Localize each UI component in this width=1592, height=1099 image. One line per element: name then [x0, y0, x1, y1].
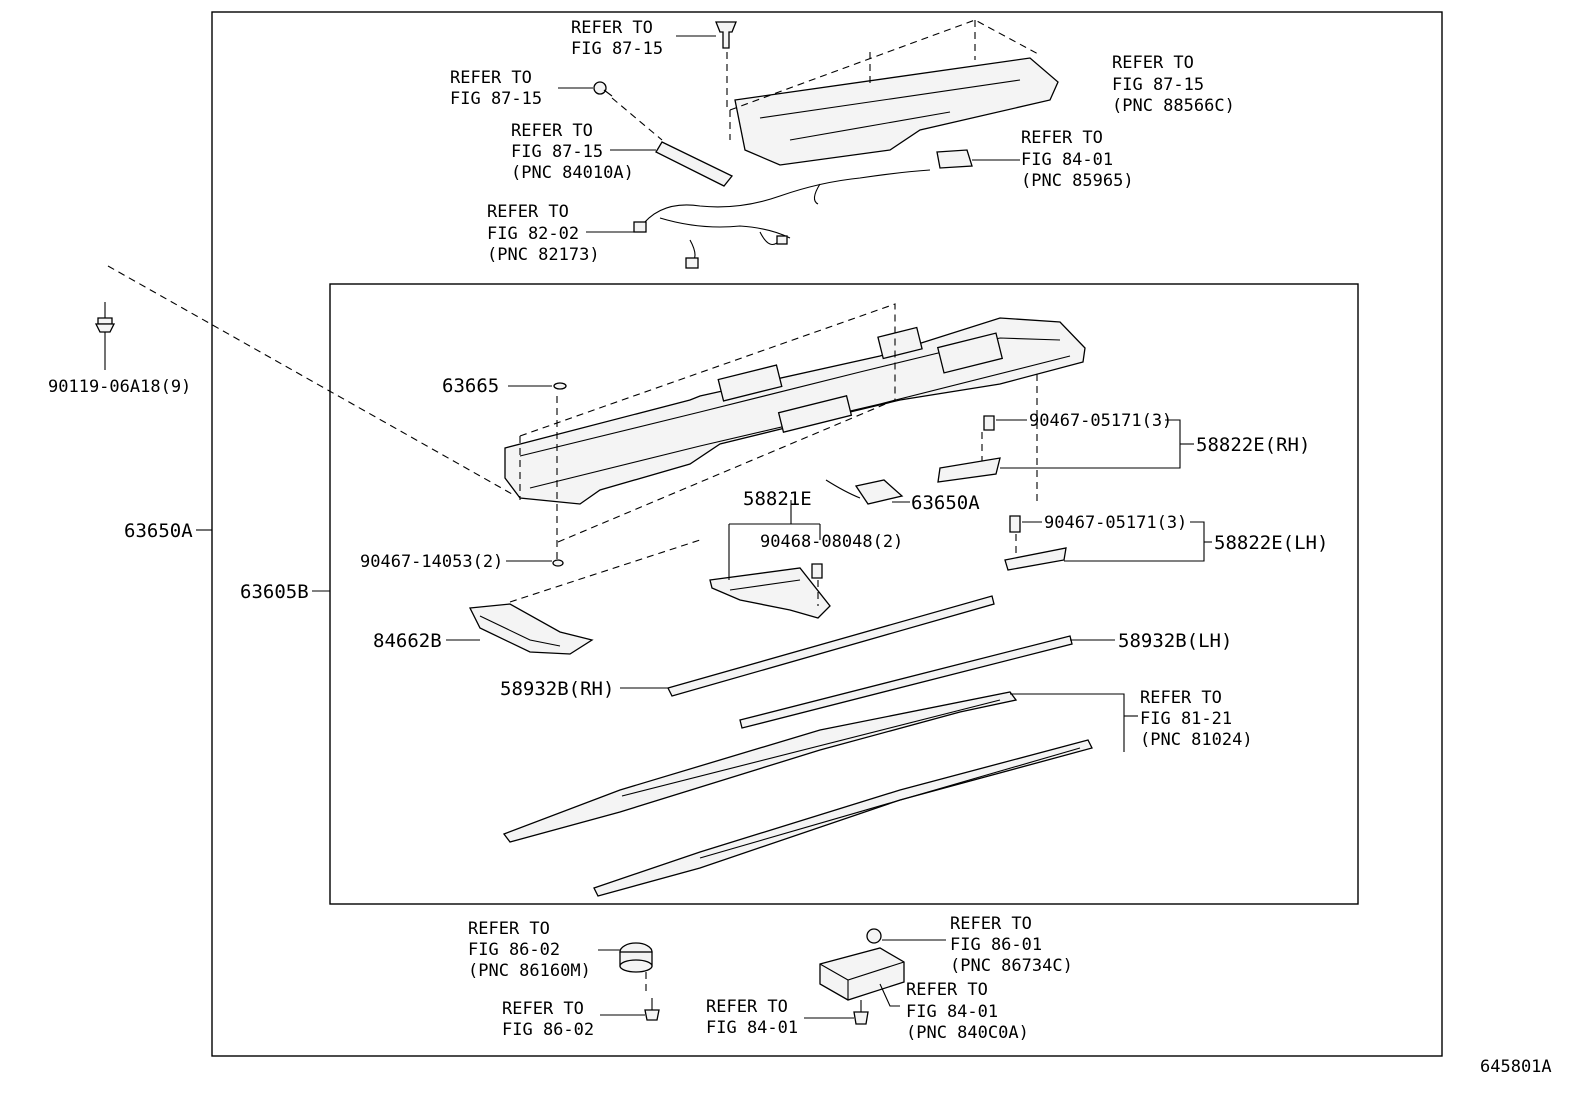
ref-86734c-l2: FIG 86-01	[950, 935, 1042, 955]
ref-86160m-l2: FIG 86-02	[468, 940, 560, 960]
ref-bolt-8401-l2: FIG 84-01	[706, 1018, 798, 1038]
bolt-90119	[94, 265, 513, 495]
clip-90467-14053	[506, 559, 564, 567]
part-90468-08048: 90468-08048(2)	[760, 532, 903, 552]
ref-81024-l1: REFER TO	[1140, 688, 1222, 708]
bracket-58822E-lh	[1004, 515, 1212, 571]
trim-58932B-lh	[667, 595, 1115, 729]
part-63605B: 63605B	[240, 581, 309, 603]
ref-82173-l2: FIG 82-02	[487, 224, 579, 244]
ecu-840C0A	[819, 947, 905, 1007]
ref-86160m-l3: (PNC 86160M)	[468, 961, 591, 981]
wire-harness	[586, 169, 931, 269]
ref-bolt-8602-l1: REFER TO	[502, 999, 584, 1019]
ref-84010a-l2: FIG 87-15	[511, 142, 603, 162]
lamp-pad-63650A	[825, 479, 910, 505]
ref-840c0a-l1: REFER TO	[906, 980, 988, 1000]
ref-screw-top-l1: REFER TO	[450, 68, 532, 88]
ref-bolt-8602-l2: FIG 86-02	[502, 1020, 594, 1040]
ref-86160m-l1: REFER TO	[468, 919, 550, 939]
washer-63665	[508, 382, 567, 560]
bolt-86-02	[600, 998, 660, 1021]
part-58822E-lh: 58822E(LH)	[1214, 532, 1328, 554]
ref-88566c-l1: REFER TO	[1112, 53, 1194, 73]
part-58822E-rh: 58822E(RH)	[1196, 434, 1310, 456]
part-58932B-rh: 58932B(RH)	[500, 678, 614, 700]
roof-rail-assembly	[502, 691, 1138, 897]
diagram-id: 645801A	[1480, 1057, 1552, 1077]
ref-82173-l1: REFER TO	[487, 202, 569, 222]
ref-88566c-l2: FIG 87-15	[1112, 75, 1204, 95]
part-90467-05171-lh: 90467-05171(3)	[1044, 513, 1187, 533]
ref-85965-l3: (PNC 85965)	[1021, 171, 1134, 191]
ref-840c0a-l3: (PNC 840C0A)	[906, 1023, 1029, 1043]
bracket-58821E	[709, 500, 831, 619]
ref-bolt-8401-l1: REFER TO	[706, 997, 788, 1017]
lamp-housing-84662B	[446, 539, 701, 655]
ref-840c0a-l2: FIG 84-01	[906, 1002, 998, 1022]
ref-84010a-l3: (PNC 84010A)	[511, 163, 634, 183]
ref-clip-top-l1: REFER TO	[571, 18, 653, 38]
part-63650A-sub: 63650A	[911, 492, 980, 514]
ref-85965-l1: REFER TO	[1021, 128, 1103, 148]
ref-81024-l2: FIG 81-21	[1140, 709, 1232, 729]
part-58821E: 58821E	[743, 488, 812, 510]
ref-clip-top-l2: FIG 87-15	[571, 39, 663, 59]
part-90467-14053: 90467-14053(2)	[360, 552, 503, 572]
outer-frame	[211, 11, 1443, 1057]
bracket-58822E-rh	[937, 374, 1194, 504]
headliner-pad	[729, 19, 1059, 166]
part-58932B-lh: 58932B(LH)	[1118, 630, 1232, 652]
clip-top	[676, 21, 737, 108]
ref-88566c-l3: (PNC 88566C)	[1112, 96, 1235, 116]
ref-81024-l3: (PNC 81024)	[1140, 730, 1253, 750]
module-85965	[936, 149, 1020, 169]
part-63665: 63665	[442, 375, 499, 397]
screw-top	[558, 81, 663, 141]
nut-86734C	[866, 928, 946, 944]
ref-86734c-l1: REFER TO	[950, 914, 1032, 934]
ref-82173-l3: (PNC 82173)	[487, 245, 600, 265]
part-84662B: 84662B	[373, 630, 442, 652]
inner-frame	[329, 283, 1359, 905]
roof-console-frame	[504, 303, 1086, 543]
switch-bracket	[610, 141, 734, 187]
ref-84010a-l1: REFER TO	[511, 121, 593, 141]
ref-85965-l2: FIG 84-01	[1021, 150, 1113, 170]
part-63650A-main: 63650A	[124, 520, 193, 542]
ref-screw-top-l2: FIG 87-15	[450, 89, 542, 109]
part-90467-05171-rh: 90467-05171(3)	[1029, 411, 1172, 431]
bolt-84-01	[804, 1000, 869, 1025]
part-90119: 90119-06A18(9)	[48, 377, 191, 397]
buzzer-86160M	[598, 942, 653, 996]
ref-86734c-l3: (PNC 86734C)	[950, 956, 1073, 976]
